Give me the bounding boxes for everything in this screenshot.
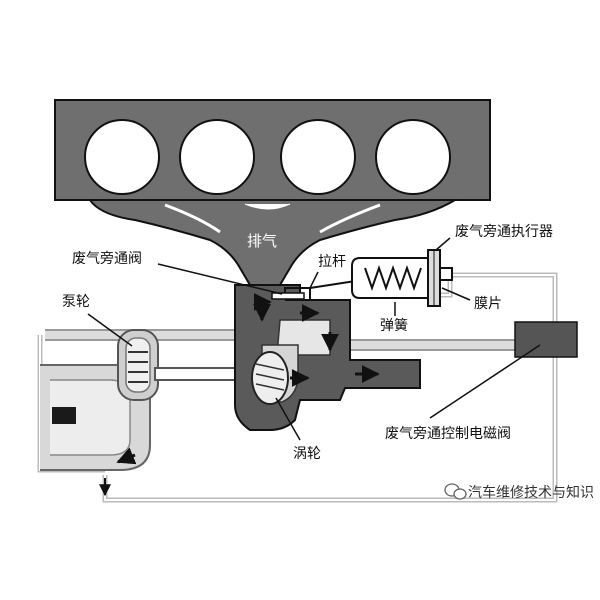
- cylinder-2: [179, 119, 255, 195]
- intake-flow-arrows: [99, 447, 137, 497]
- bearing-block: [52, 407, 76, 424]
- label-actuator: 废气旁通执行器: [455, 223, 553, 240]
- diaphragm: [427, 249, 441, 307]
- cylinder-4: [375, 119, 451, 195]
- wastegate-valve-flap: [271, 292, 305, 300]
- turbine-wheel: [251, 351, 289, 405]
- label-pump-wheel: 泵轮: [62, 294, 90, 310]
- wechat-icon: [444, 483, 467, 500]
- watermark: 汽车维修技术与知识: [444, 483, 594, 501]
- engine-block: [54, 99, 491, 201]
- watermark-text: 汽车维修技术与知识: [468, 484, 594, 501]
- exhaust-manifold: [88, 199, 459, 286]
- cylinder-3: [280, 119, 356, 195]
- pump-wheel: [128, 351, 148, 383]
- solenoid-valve-box: [514, 321, 578, 358]
- label-spring: 弹簧: [380, 318, 408, 334]
- compressor-housing: [117, 329, 159, 401]
- label-wastegate-valve: 废气旁通阀: [72, 250, 142, 267]
- label-pull-rod: 拉杆: [318, 254, 346, 270]
- spring: [364, 264, 422, 292]
- label-turbine: 涡轮: [293, 446, 321, 462]
- leader-lines: [87, 237, 541, 441]
- cylinder-1: [84, 119, 160, 195]
- label-exhaust: 排气: [247, 232, 277, 250]
- label-diaphragm: 膜片: [474, 296, 502, 312]
- exhaust-flow-arrows: [253, 293, 380, 387]
- labels: 排气 废气旁通执行器 废气旁通阀 拉杆 泵轮 膜片 弹簧 涡轮 废气旁通控制电磁…: [62, 223, 553, 462]
- actuator-port: [439, 267, 453, 281]
- wastegate-actuator: [351, 249, 453, 307]
- label-solenoid-valve: 废气旁通控制电磁阀: [385, 425, 511, 442]
